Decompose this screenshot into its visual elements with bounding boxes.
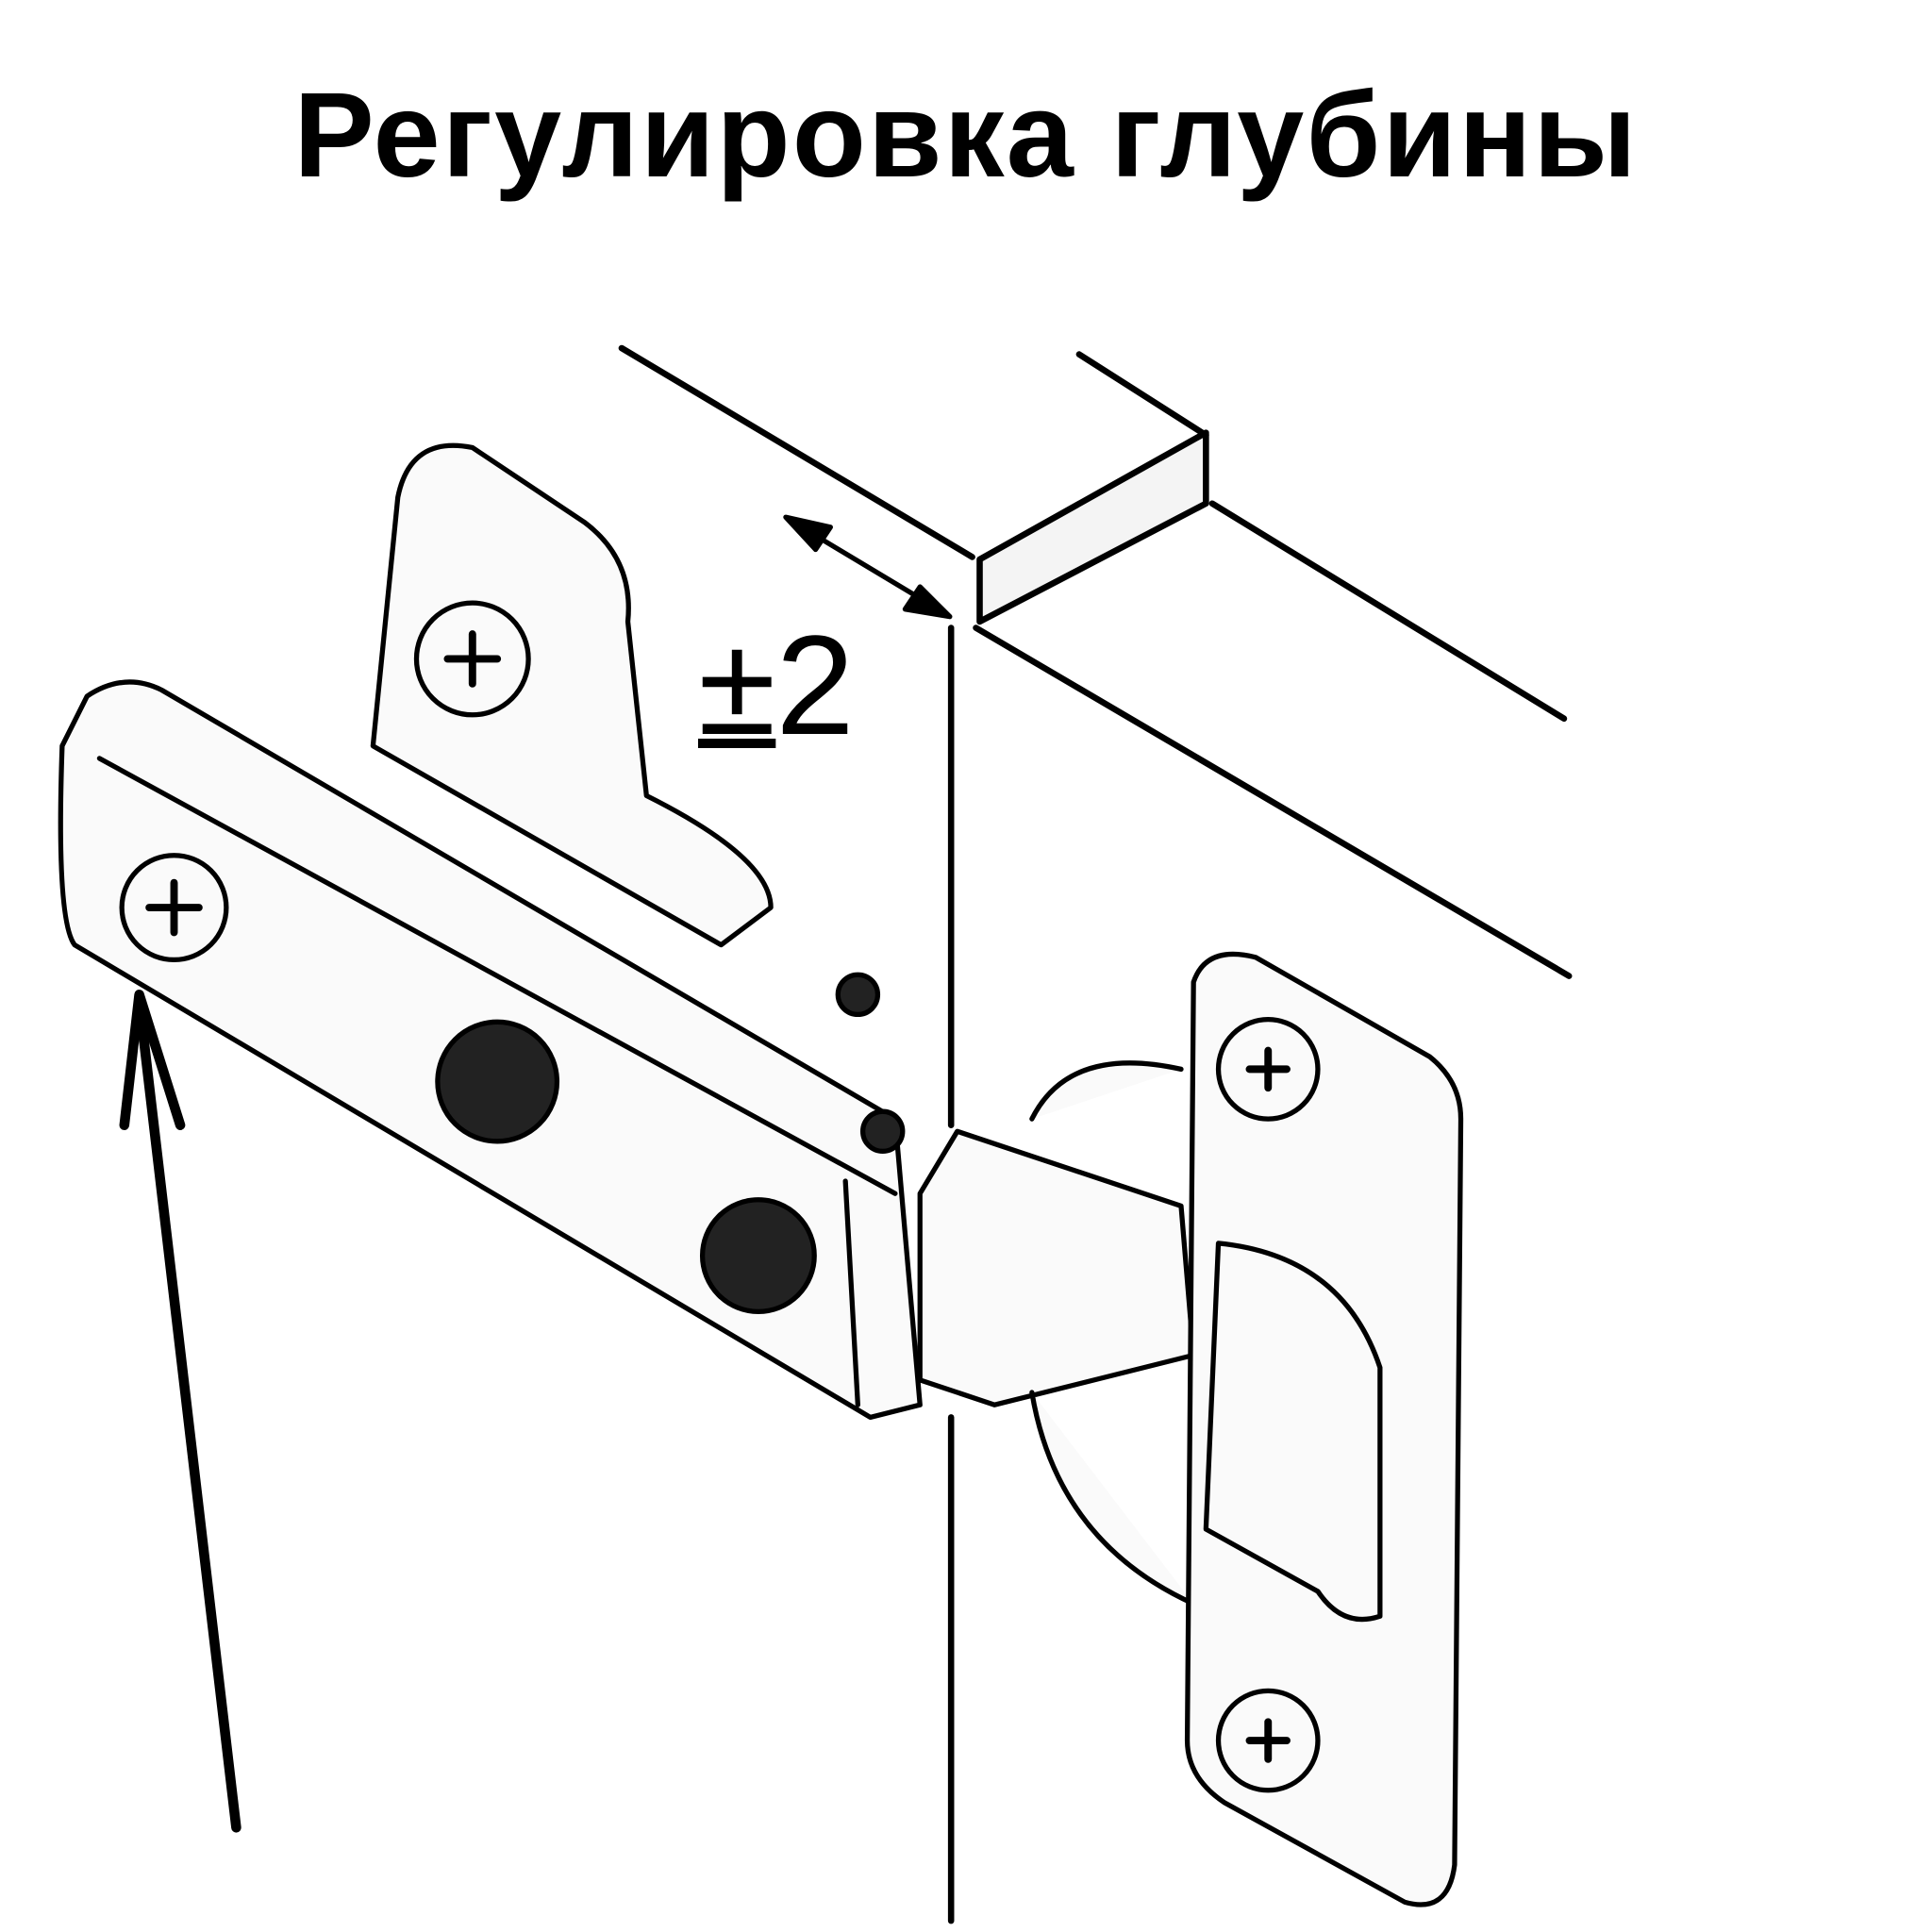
- pointer-arrow-icon: [119, 990, 242, 1833]
- diagram-title: Регулировка глубины: [293, 68, 1639, 203]
- mounting-plate: [1184, 951, 1464, 1907]
- depth-adjust-arrow-icon: [783, 514, 953, 620]
- adjustment-value: 2: [775, 606, 855, 764]
- plus-minus-sign: ±: [698, 606, 776, 764]
- depth-adjustment-label: ±2: [698, 604, 855, 767]
- hinge-arm: [58, 442, 923, 1421]
- cabinet-outline: [618, 344, 1573, 1924]
- hinge-cup: [917, 1060, 1196, 1607]
